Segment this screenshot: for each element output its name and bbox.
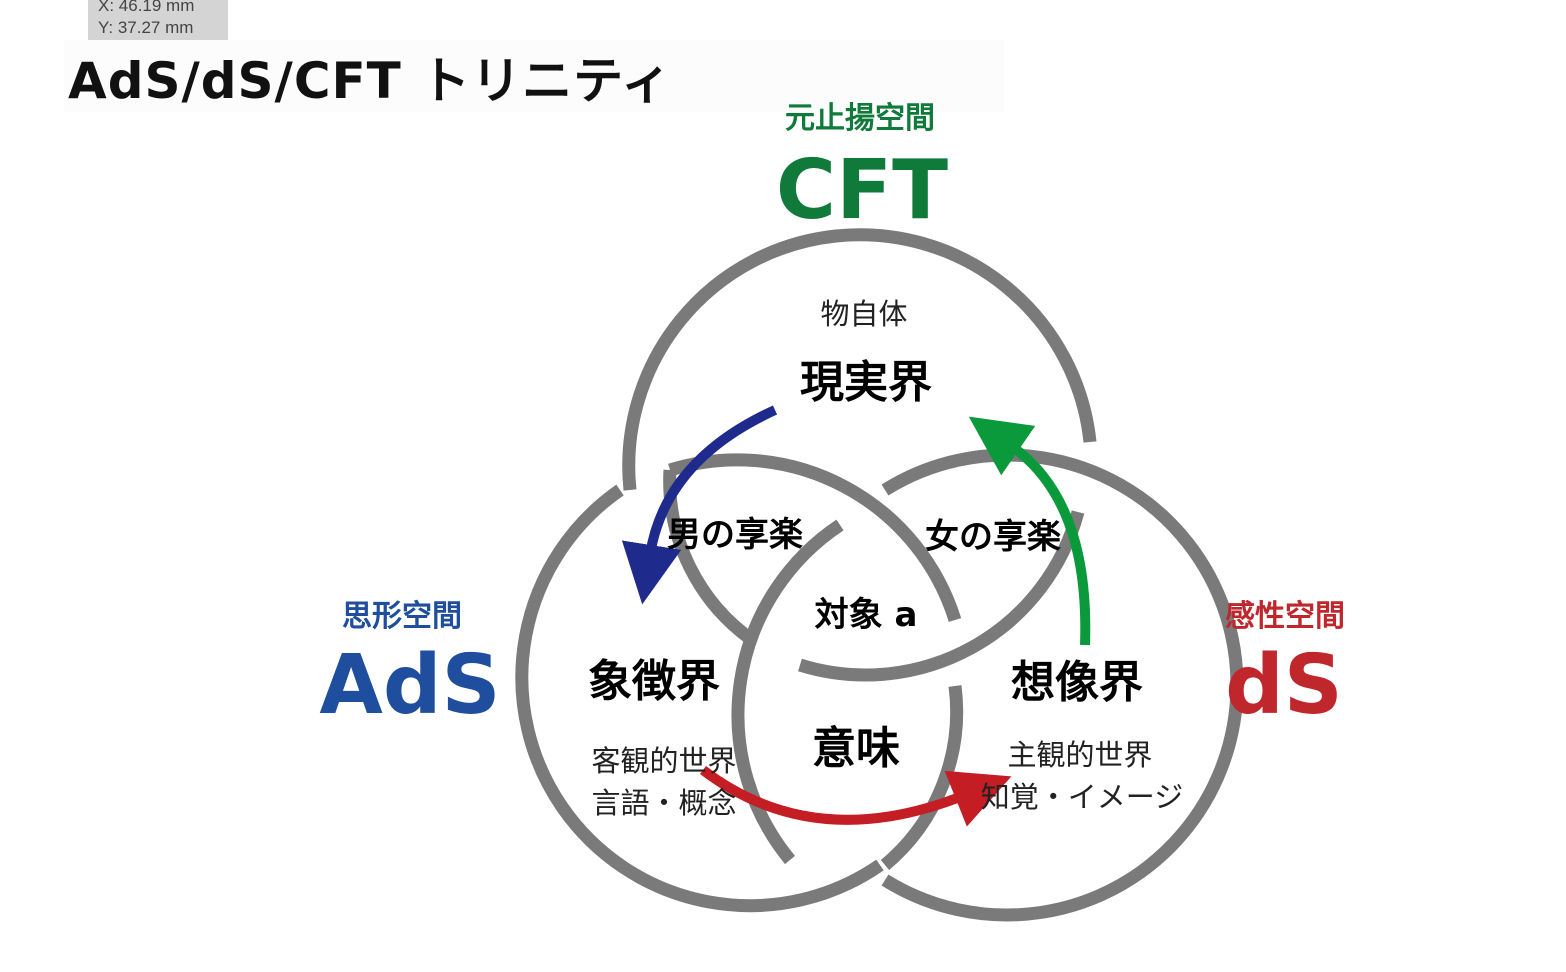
- ads-title: AdS: [319, 638, 500, 733]
- female-jouissance-label: 女の享楽: [925, 517, 1061, 557]
- ring-symbolic: [515, 453, 962, 913]
- real-label: 現実界: [800, 357, 932, 408]
- imaginary-note-perception: 知覚・イメージ: [981, 780, 1183, 814]
- symbolic-note-language: 言語・概念: [591, 786, 736, 820]
- cft-title: CFT: [776, 143, 948, 238]
- title-band: [64, 40, 1004, 112]
- coordinate-x: X: 46.19 mm: [98, 0, 195, 15]
- imaginary-label: 想像界: [1011, 657, 1143, 708]
- ds-title: dS: [1225, 638, 1343, 733]
- cft-subtitle: 元止揚空間: [785, 101, 935, 136]
- coordinate-y: Y: 37.27 mm: [98, 18, 194, 37]
- arrow-imaginary-to-real: [968, 416, 1091, 646]
- symbolic-label: 象徴界: [588, 656, 720, 707]
- ring-overlaps: [798, 510, 1085, 870]
- thing-in-itself-label: 物自体: [820, 297, 907, 331]
- imaginary-note-subjective: 主観的世界: [1007, 738, 1152, 772]
- symbolic-note-objective: 客観的世界: [591, 744, 736, 778]
- coordinate-readout: X: 46.19 mm Y: 37.27 mm: [88, 0, 228, 45]
- page-title: AdS/dS/CFT トリニティ: [68, 52, 673, 110]
- ads-subtitle: 思形空間: [342, 599, 462, 634]
- arrow-real-to-symbolic: [621, 405, 778, 605]
- object-a-label: 対象 a: [815, 595, 918, 635]
- arrow-symbolic-to-imaginary: [699, 766, 1012, 827]
- ds-subtitle: 感性空間: [1225, 599, 1345, 634]
- ring-real: [622, 228, 1097, 491]
- male-jouissance-label: 男の享楽: [667, 515, 803, 555]
- meaning-label: 意味: [812, 723, 900, 774]
